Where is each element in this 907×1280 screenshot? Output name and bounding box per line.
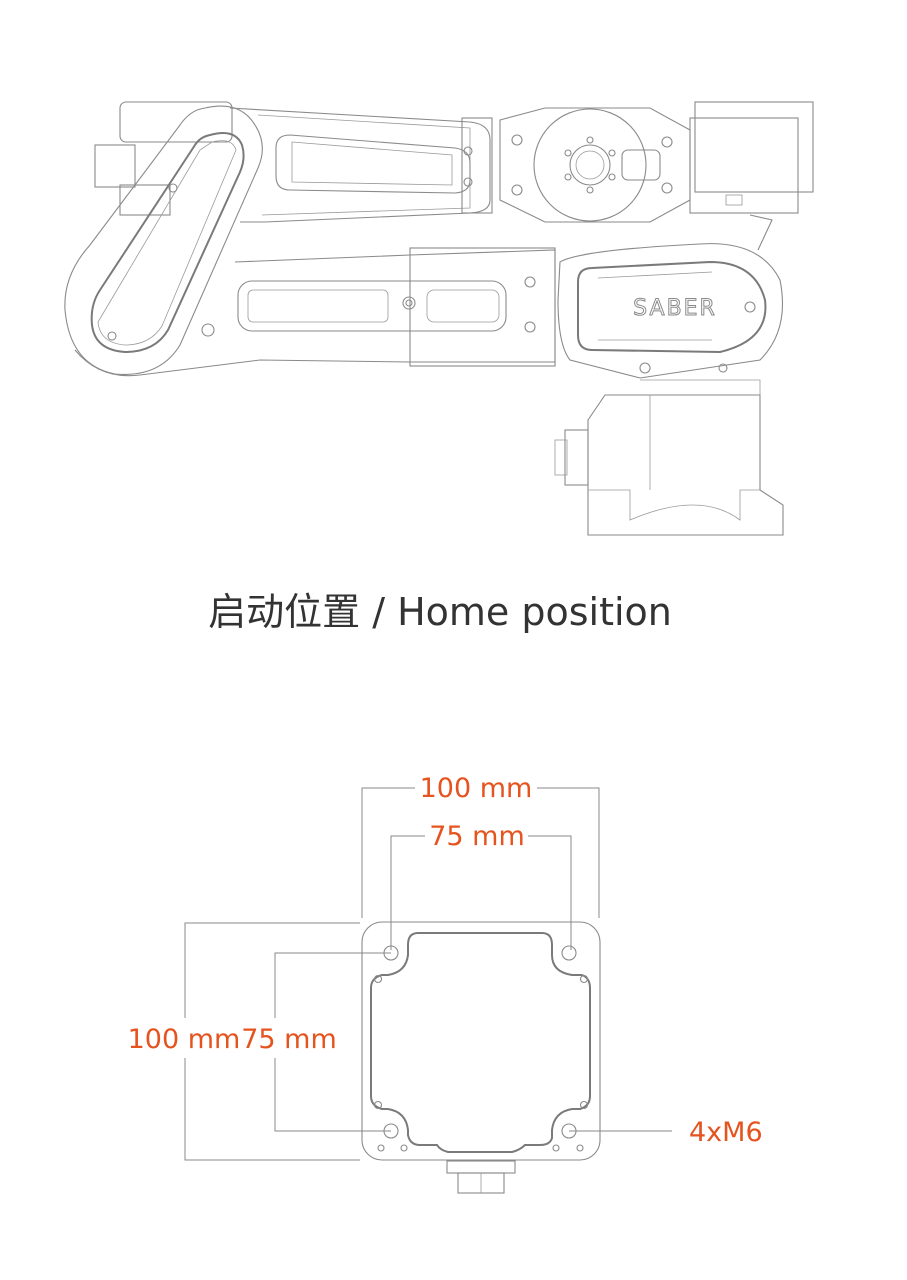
dim-top-outer: 100 mm bbox=[420, 773, 533, 804]
dimension-lines bbox=[184, 787, 672, 1161]
saber-logo: SABER bbox=[633, 296, 717, 321]
base-plate-drawing bbox=[361, 921, 601, 1194]
motor-block bbox=[689, 101, 814, 251]
dim-left-inner: 75 mm bbox=[241, 1024, 337, 1055]
dim-left-outer: 100 mm bbox=[128, 1024, 241, 1055]
shoulder-joint: SABER bbox=[557, 243, 783, 379]
robot-base bbox=[554, 379, 784, 536]
elbow-joint bbox=[499, 107, 691, 223]
mounting-holes-label: 4xM6 bbox=[689, 1117, 763, 1148]
caption: 启动位置 / Home position bbox=[208, 590, 672, 634]
forearm-link bbox=[229, 107, 493, 223]
dim-top-inner: 75 mm bbox=[429, 821, 525, 852]
upper-arm-link bbox=[74, 247, 556, 377]
end-effector bbox=[94, 101, 233, 216]
